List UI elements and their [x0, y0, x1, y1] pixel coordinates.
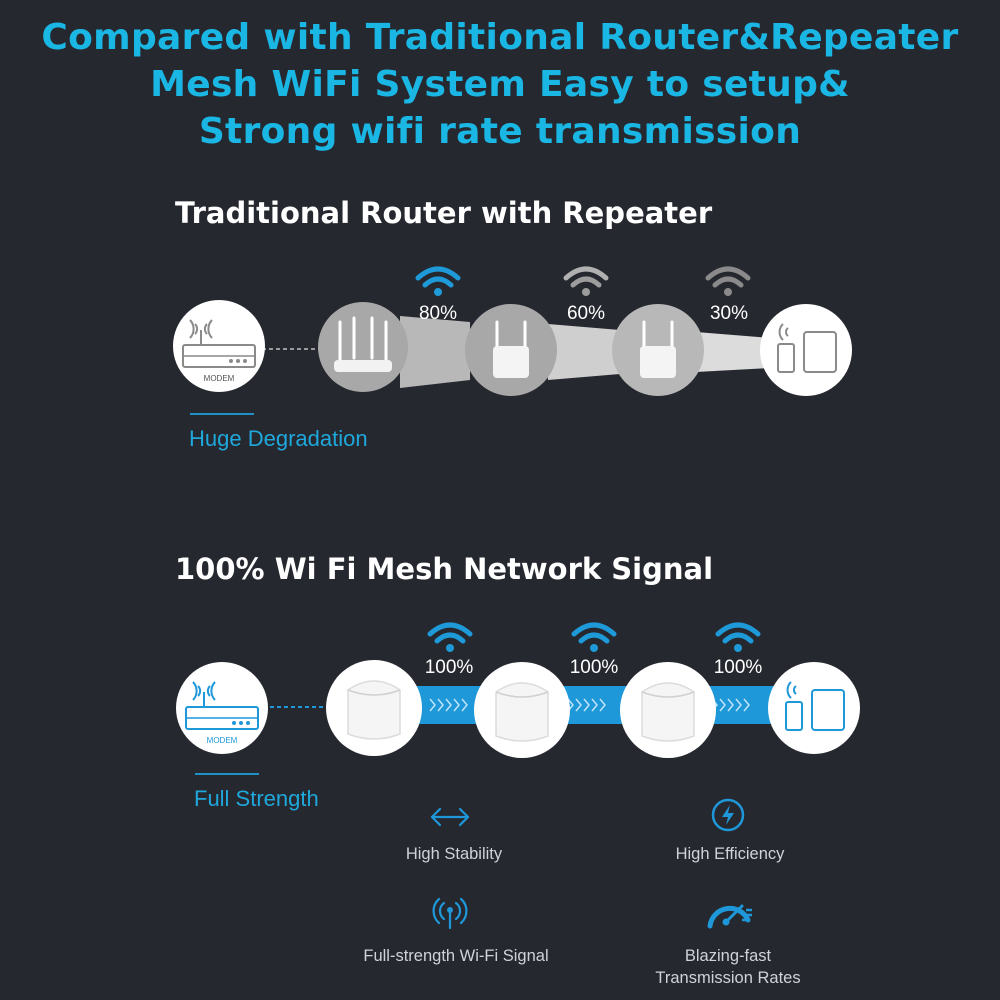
signal-percent-30: 30% [709, 303, 749, 324]
wifi-icon-80 [415, 266, 461, 296]
feature-full-strength-signal: Full-strength Wi-Fi Signal [363, 947, 549, 965]
mesh-unit-icon [641, 682, 695, 742]
wifi-icon-100 [427, 622, 473, 652]
mesh-caption: Full Strength [194, 786, 319, 811]
mesh-title: 100% Wi Fi Mesh Network Signal [175, 552, 714, 586]
modem-label: MODEM [203, 374, 235, 383]
feature-blazing-fast-line-1: Blazing-fast [684, 947, 772, 965]
feature-high-stability: High Stability [405, 845, 503, 863]
traditional-caption: Huge Degradation [189, 426, 368, 451]
antenna-signal-icon [432, 897, 468, 930]
mesh-devices-node [768, 662, 860, 754]
feature-high-efficiency: High Efficiency [675, 845, 785, 863]
headline-line-3: Strong wifi rate transmission [198, 111, 802, 152]
signal-percent-60: 60% [566, 303, 606, 324]
feature-blazing-fast-rates: Blazing-fast Transmission Rates [598, 945, 858, 989]
wifi-icon-100 [571, 622, 617, 652]
repeater-icon [493, 320, 529, 378]
mesh-node-3 [620, 662, 716, 758]
traditional-repeater-node-1 [465, 304, 557, 396]
mesh-modem-node: MODEM [176, 662, 268, 754]
signal-percent-100: 100% [569, 657, 619, 678]
traditional-title: Traditional Router with Repeater [175, 196, 713, 230]
traditional-devices-node [760, 304, 852, 396]
phone-tablet-icon [777, 323, 837, 373]
signal-percent-100: 100% [713, 657, 763, 678]
mesh-node-2 [474, 662, 570, 758]
feature-blazing-fast-line-2: Transmission Rates [655, 969, 801, 987]
modem-icon [185, 681, 259, 730]
traditional-modem-node: MODEM [173, 300, 265, 392]
signal-percent-80: 80% [418, 303, 458, 324]
mesh-unit-icon [495, 682, 549, 742]
mesh-node-1 [326, 660, 422, 756]
headline-line-2: Mesh WiFi System Easy to setup& [150, 64, 850, 105]
wifi-icon-100 [715, 622, 761, 652]
caption-divider [195, 773, 259, 775]
phone-tablet-icon [785, 681, 845, 731]
traditional-router-node [318, 302, 408, 392]
modem-label: MODEM [206, 736, 238, 745]
mesh-unit-icon [347, 680, 401, 740]
caption-divider [190, 413, 254, 415]
repeater-icon [640, 320, 676, 378]
wifi-icon-60 [563, 266, 609, 296]
double-arrow-icon [430, 807, 470, 827]
lightning-icon [711, 798, 745, 832]
traditional-repeater-node-2 [612, 304, 704, 396]
headline: Compared with Traditional Router&Repeate… [0, 14, 1000, 155]
wifi-icon-30 [705, 266, 751, 296]
speedometer-icon [707, 904, 752, 929]
modem-icon [182, 319, 256, 368]
signal-percent-100: 100% [424, 657, 474, 678]
router-icon [334, 316, 392, 372]
headline-line-1: Compared with Traditional Router&Repeate… [41, 17, 959, 58]
